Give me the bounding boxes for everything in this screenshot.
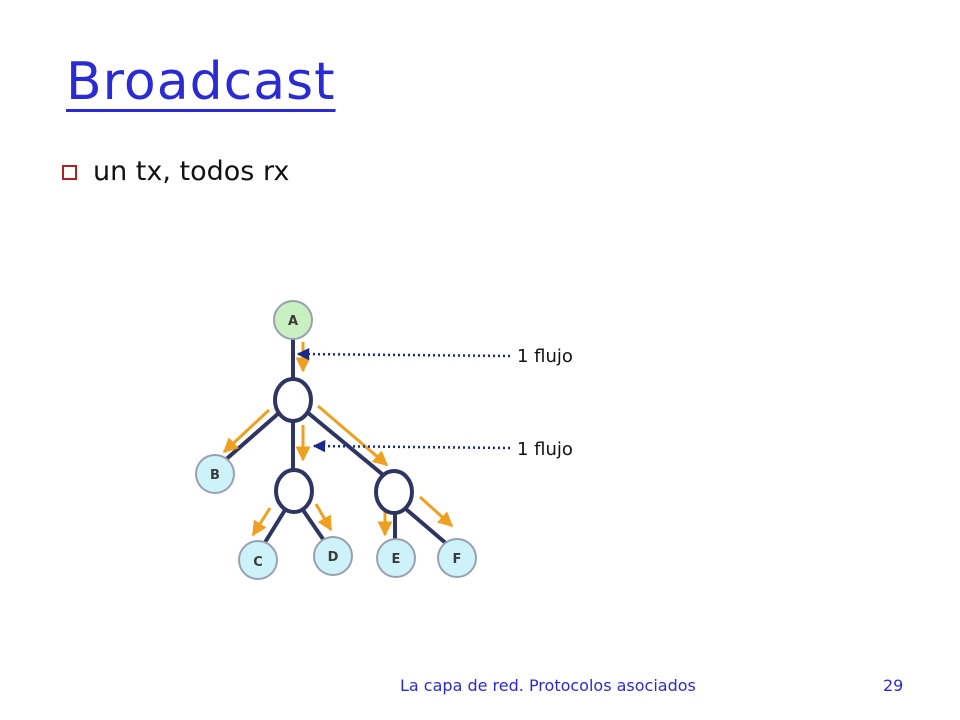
router-3 [374, 469, 414, 515]
bullet-text: un tx, todos rx [93, 156, 290, 187]
router-1 [273, 377, 313, 423]
node-e-label: E [392, 552, 401, 567]
flow-arrow-r3-f [418, 495, 454, 528]
link-r3-f [405, 508, 450, 547]
node-f [437, 538, 477, 578]
link-r2-c [262, 508, 287, 546]
slide-footer: La capa de red. Protocolos asociados [400, 676, 696, 695]
link-r2-d [301, 508, 327, 544]
node-a-label: A [288, 314, 298, 329]
node-c-label: C [253, 555, 263, 570]
node-a [273, 300, 313, 340]
pointer-2 [312, 439, 511, 453]
pointer-1 [296, 347, 511, 361]
node-d [313, 536, 353, 576]
slide-title: Broadcast [66, 52, 336, 112]
flow-arrow-r1-b [222, 408, 271, 454]
node-b [195, 454, 235, 494]
node-b-label: B [210, 468, 220, 483]
link-r1-b [221, 410, 282, 464]
router-2 [274, 468, 314, 514]
flow-label-2: 1 flujo [517, 439, 573, 460]
link-r1-r3 [305, 410, 384, 476]
node-e [376, 538, 416, 578]
flow-arrow-r2-d [314, 503, 333, 532]
flow-arrow-r1-r3 [317, 404, 389, 467]
node-d-label: D [328, 550, 339, 565]
node-f-label: F [453, 552, 462, 567]
flow-label-1: 1 flujo [517, 346, 573, 367]
checkbox-bullet-icon [62, 165, 77, 180]
flow-arrow-r2-c [251, 507, 272, 537]
node-c [238, 540, 278, 580]
page-number: 29 [883, 676, 904, 695]
bullet-item: un tx, todos rx [62, 156, 289, 187]
